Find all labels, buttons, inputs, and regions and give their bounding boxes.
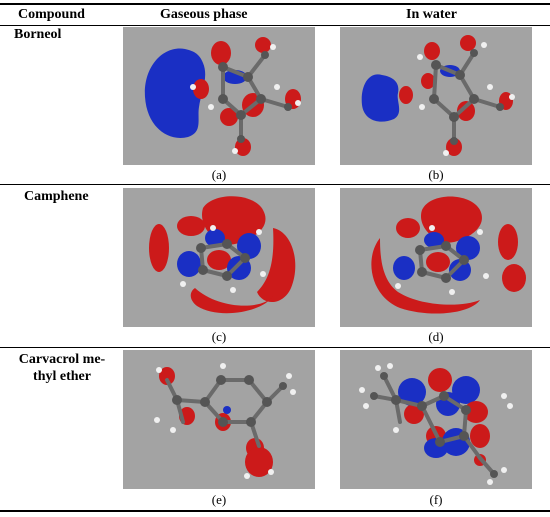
header-in-water: In water — [406, 7, 457, 22]
panel-camphene-gas — [123, 188, 315, 327]
header-compound: Compound — [18, 7, 85, 22]
compound-name-camphene: Camphene — [24, 189, 89, 204]
compound-name-carvacrol-methyl-ether: Carvacrol me- thyl ether — [6, 351, 118, 385]
caption-f: (f) — [429, 492, 443, 507]
caption-a: (a) — [211, 167, 227, 182]
panel-borneol-water — [340, 27, 532, 165]
row-rule-1 — [0, 184, 550, 185]
caption-b: (b) — [428, 167, 444, 182]
header-rule — [0, 25, 550, 26]
orbital-image-c — [149, 196, 296, 314]
orbital-image-d — [371, 196, 526, 314]
compound-name-line-1: Carvacrol me- — [18, 352, 106, 367]
caption-c: (c) — [211, 329, 227, 344]
panel-carvacrol-water — [340, 350, 532, 489]
orbital-image-a — [144, 37, 301, 156]
table-bottom-rule — [0, 510, 550, 512]
table-top-rule — [0, 3, 550, 5]
compound-name-line-2: thyl ether — [33, 369, 91, 384]
orbital-image-f — [359, 363, 513, 485]
panel-camphene-water — [340, 188, 532, 327]
caption-e: (e) — [211, 492, 227, 507]
header-gaseous-phase: Gaseous phase — [160, 7, 248, 22]
orbital-image-e — [154, 363, 296, 479]
caption-d: (d) — [428, 329, 444, 344]
panel-carvacrol-gas — [123, 350, 315, 489]
compound-name-borneol: Borneol — [14, 27, 62, 42]
orbital-image-b — [361, 35, 515, 156]
row-rule-2 — [0, 347, 550, 348]
panel-borneol-gas — [123, 27, 315, 165]
